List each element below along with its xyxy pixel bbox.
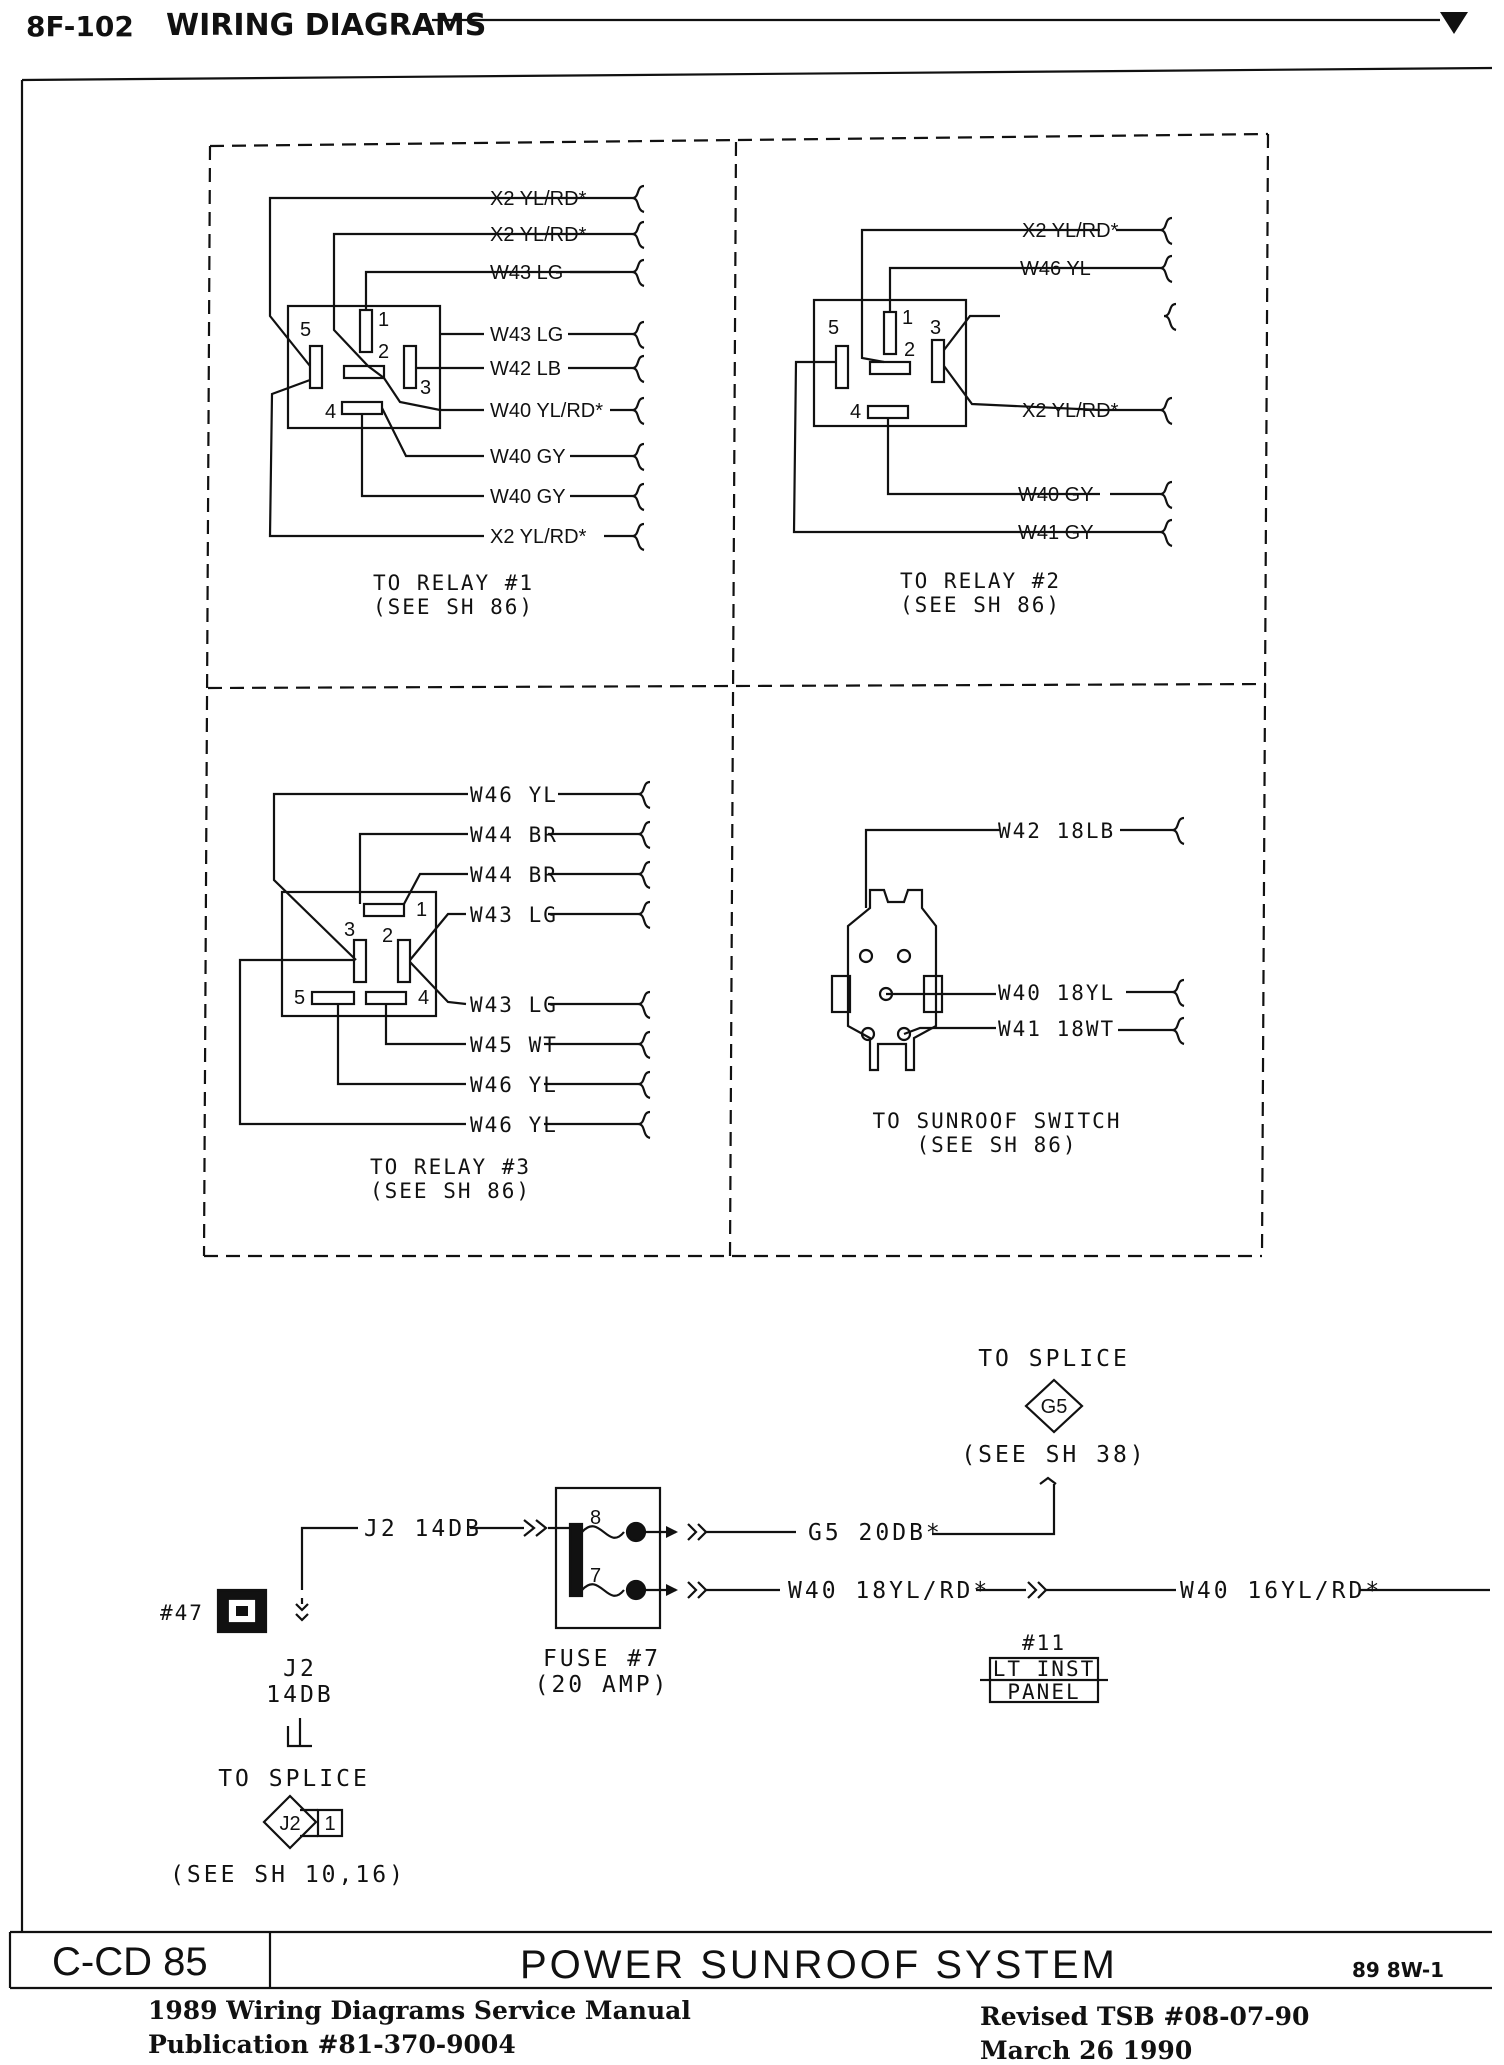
- connector-47-label: #47: [160, 1601, 204, 1625]
- relay-1-wire-label: W43 LG: [490, 324, 563, 346]
- section-title: WIRING DIAGRAMS: [166, 8, 487, 43]
- wire-w40-label: W40 18YL/RD*: [788, 1578, 990, 1604]
- wire-w40-label-2: W40 16YL/RD*: [1180, 1578, 1382, 1604]
- sunroof-switch-connector: [830, 828, 1172, 1072]
- relay-1-connector: [268, 196, 632, 538]
- relay-1-wire-label: W40 YL/RD*: [490, 400, 603, 422]
- relay-3-wire-label: W46 YL: [470, 783, 558, 807]
- panel-label: LT INST: [993, 1657, 1096, 1681]
- relay-2-wire-label: W40 GY: [1018, 484, 1094, 506]
- relay-3-caption-ref: (SEE SH 86): [370, 1179, 531, 1203]
- relay-1-wire-label: X2 YL/RD*: [490, 526, 587, 548]
- relay-3-wire-label: W45 WT: [470, 1033, 558, 1057]
- relay-2-pin: 1: [902, 307, 913, 329]
- switch-caption-ref: (SEE SH 86): [916, 1133, 1077, 1157]
- fuse-label: FUSE #7: [543, 1646, 661, 1672]
- relay-3-connector: [238, 792, 638, 1126]
- panel-label-2: PANEL: [1007, 1680, 1080, 1704]
- relay-1-pin: 3: [420, 377, 431, 399]
- relay-2-wire-label: W41 GY: [1018, 522, 1094, 544]
- relay-3-pin: 4: [418, 987, 429, 1009]
- relay-1-pin: 5: [300, 319, 311, 341]
- splice-j2-caption: TO SPLICE: [218, 1766, 370, 1792]
- splice-g5-id: G5: [1041, 1396, 1068, 1418]
- relay-2-wire-label: X2 YL/RD*: [1022, 400, 1119, 422]
- relay-2-pin: 4: [850, 401, 861, 423]
- wire-j2-label: J2 14DB: [364, 1516, 482, 1542]
- relay-2-wire-label: X2 YL/RD*: [1022, 220, 1119, 242]
- relay-3-wire-label: W44 BR: [470, 823, 558, 847]
- manual-title: 1989 Wiring Diagrams Service Manual: [148, 1996, 691, 2025]
- splice-g5-icon: [1024, 1378, 1084, 1434]
- revision-note: Revised TSB #08-07-90: [980, 2002, 1310, 2031]
- relay-2-caption: TO RELAY #2: [900, 569, 1061, 593]
- switch-wire-label: W42 18LB: [998, 819, 1115, 843]
- page-header: 8F-102 WIRING DIAGRAMS: [0, 0, 1504, 60]
- relay-1-pin: 1: [378, 309, 389, 331]
- relay-3-caption: TO RELAY #3: [370, 1155, 531, 1179]
- relay-3-wire-label: W44 BR: [470, 863, 558, 887]
- relay-3-wire-label: W46 YL: [470, 1073, 558, 1097]
- frame-top: [21, 66, 1493, 82]
- revision-date: March 26 1990: [980, 2036, 1193, 2065]
- page-number: 8F-102: [26, 10, 134, 43]
- splice-j2-id: J2: [279, 1813, 300, 1835]
- relay-3-pin: 5: [294, 987, 305, 1009]
- splice-g5-ref: (SEE SH 38): [961, 1442, 1146, 1468]
- fuse-amp: (20 AMP): [535, 1672, 670, 1698]
- relay-3-wire-label: W43 LG: [470, 993, 558, 1017]
- relay-3-pin: 3: [344, 919, 355, 941]
- relay-1-wire-label: W40 GY: [490, 446, 566, 468]
- relay-1-wire-label: W40 GY: [490, 486, 566, 508]
- relay-1-pin: 2: [378, 341, 389, 363]
- wire-g5-label: G5 20DB*: [808, 1520, 943, 1546]
- relay-1-caption: TO RELAY #1: [373, 571, 534, 595]
- relay-3-wire-label: W46 YL: [470, 1113, 558, 1137]
- j2-label: J2: [283, 1656, 317, 1682]
- relay-3-pin: 2: [382, 925, 393, 947]
- relay-3-pin: 1: [416, 899, 427, 921]
- relay-2-pin: 3: [930, 317, 941, 339]
- splice-j2-icon: [262, 1794, 318, 1850]
- relay-2-pin: 5: [828, 317, 839, 339]
- relay-2-wire-ends: [1159, 216, 1177, 548]
- footer-title: POWER SUNROOF SYSTEM: [520, 1943, 1118, 1987]
- footer-code: C-CD 85: [52, 1940, 208, 1984]
- relay-2-pin: 2: [904, 339, 915, 361]
- fuse-pin: 8: [590, 1507, 601, 1529]
- relay-1-caption-ref: (SEE SH 86): [373, 595, 534, 619]
- splice-g5-caption: TO SPLICE: [978, 1346, 1130, 1372]
- sunroof-switch-wire-ends: [1171, 816, 1185, 1046]
- relay-3-wire-label: W43 LG: [470, 903, 558, 927]
- relay-2-wire-label: W46 YL: [1020, 258, 1091, 280]
- relay-1-wire-label: W43 LG: [490, 262, 563, 284]
- fuse-7-body: [554, 1486, 662, 1630]
- power-circuit: [216, 1378, 1490, 1850]
- splice-j2-ref: (SEE SH 10,16): [170, 1862, 406, 1888]
- relay-1-wire-ends: [631, 184, 645, 552]
- header-arrow-icon: [1440, 12, 1468, 34]
- switch-wire-label: W41 18WT: [998, 1017, 1115, 1041]
- dashed-grid: [202, 132, 1270, 1258]
- footer-ref: 89 8W-1: [1352, 1958, 1445, 1982]
- publication-number: Publication #81-370-9004: [148, 2030, 516, 2059]
- relay-2-connector: [792, 228, 1160, 534]
- switch-wire-label: W40 18YL: [998, 981, 1115, 1005]
- relay-1-pin: 4: [325, 401, 336, 423]
- relay-1-wire-label: W42 LB: [490, 358, 561, 380]
- fuse-pin: 7: [590, 1565, 601, 1587]
- j2-gauge-label: 14DB: [266, 1682, 333, 1708]
- panel-number: #11: [1022, 1631, 1066, 1655]
- relay-1-wire-label: X2 YL/RD*: [490, 224, 587, 246]
- relay-3-wire-ends: [637, 780, 651, 1140]
- switch-caption: TO SUNROOF SWITCH: [873, 1109, 1122, 1133]
- relay-1-wire-label: X2 YL/RD*: [490, 188, 587, 210]
- splice-j2-num: 1: [324, 1813, 335, 1835]
- relay-2-caption-ref: (SEE SH 86): [900, 593, 1061, 617]
